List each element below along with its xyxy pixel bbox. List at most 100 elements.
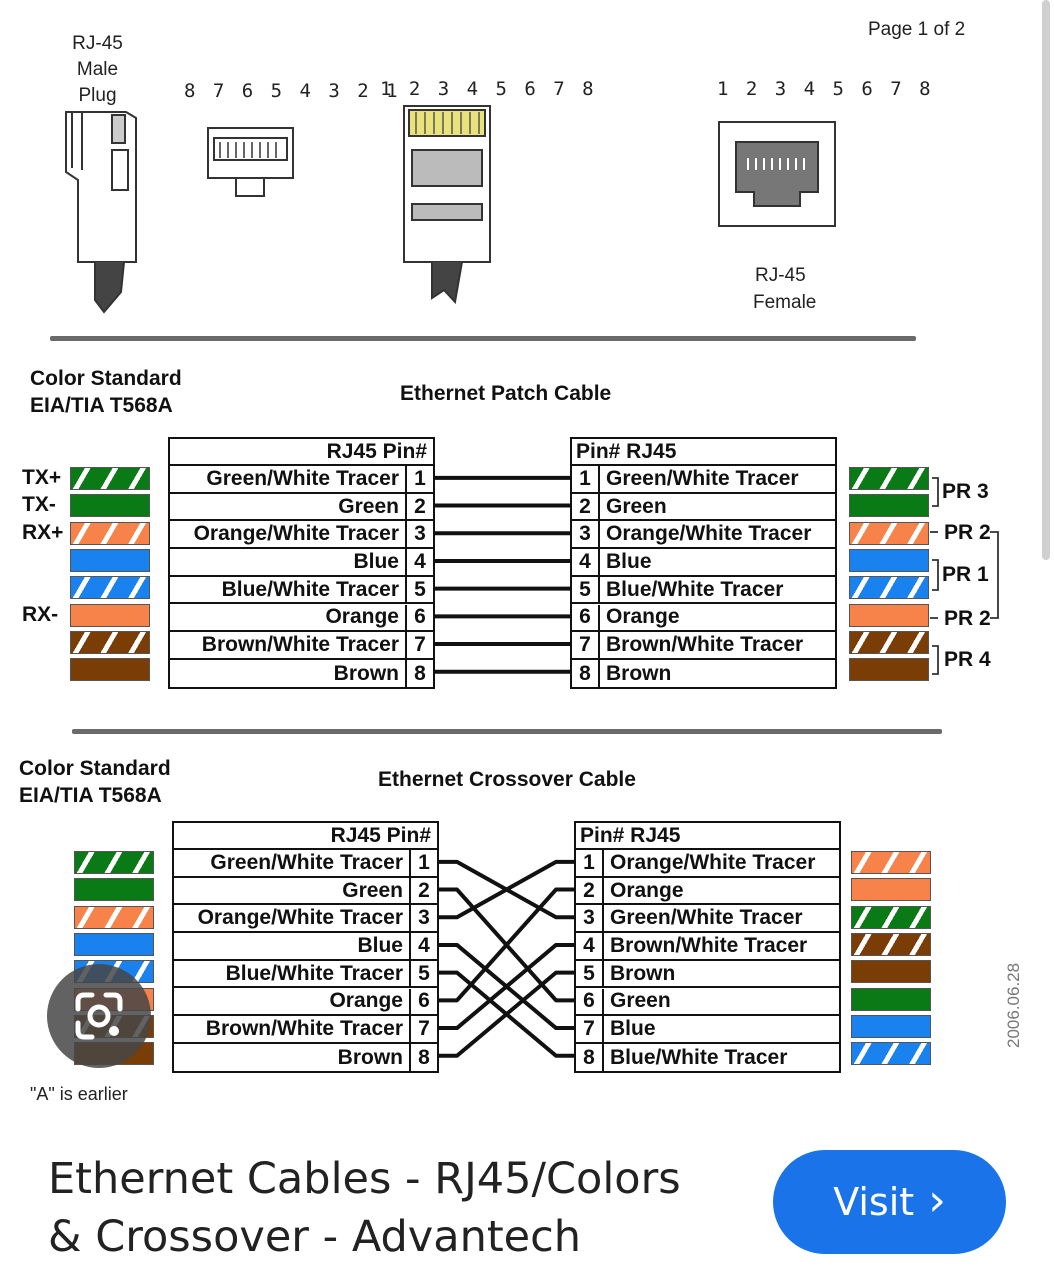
patch-color-standard: Color Standard EIA/TIA T568A — [30, 367, 182, 417]
pin-number: 1 — [576, 850, 604, 876]
female-jack-label: RJ-45 Female — [753, 265, 817, 313]
pin-number: 8 — [576, 1043, 604, 1072]
pin-number: 1 — [409, 850, 437, 876]
patch-title: Ethernet Patch Cable — [400, 382, 612, 405]
patch-right-header: Pin# RJ45 — [572, 439, 835, 466]
swatch-orange-stripe — [70, 521, 150, 545]
crossover-wire — [439, 887, 574, 1003]
pin-number: 2 — [572, 493, 600, 520]
wire-color-name: Brown — [606, 661, 672, 685]
swatch-blue-stripe — [70, 576, 150, 600]
pin-number: 4 — [572, 549, 600, 575]
pin-number: 3 — [409, 905, 437, 932]
swatch-blue — [849, 548, 929, 572]
pair-brackets — [930, 477, 999, 675]
swatch-green — [851, 987, 931, 1011]
side-date: 2006.06.28 — [1004, 962, 1023, 1048]
pin-number: 3 — [576, 905, 604, 932]
google-lens-button[interactable] — [47, 964, 151, 1068]
crossover-wire — [439, 970, 574, 1058]
pin-number: 8 — [572, 659, 600, 688]
pin-numbers-ascending: 1 2 3 4 5 6 7 8 — [380, 78, 597, 100]
wire-color-name: Blue/White Tracer — [606, 577, 784, 601]
scrollbar[interactable] — [1042, 0, 1050, 560]
pin-number: 3 — [405, 521, 433, 548]
wire-color-name: Orange — [325, 605, 399, 629]
swatch-blue-stripe — [849, 576, 929, 600]
pin-number: 7 — [576, 1016, 604, 1042]
chevron-right-icon: › — [928, 1174, 946, 1226]
crossover-title: Ethernet Crossover Cable — [378, 768, 636, 791]
result-title[interactable]: Ethernet Cables - RJ45/Colors & Crossove… — [48, 1154, 681, 1262]
wire-color-name: Orange/White Tracer — [197, 906, 403, 930]
jack-female-icon — [718, 121, 836, 227]
wire-color-name: Green — [610, 989, 671, 1013]
pair-label-pr2-top: PR 2 — [944, 521, 991, 544]
swatch-green — [849, 494, 929, 518]
pair-label-pr1: PR 1 — [942, 563, 989, 586]
pin-numbers-descending: 8 7 6 5 4 3 2 1 — [184, 80, 401, 102]
swatch-brown — [851, 960, 931, 984]
wire-color-name: Green/White Tracer — [606, 466, 799, 490]
crossover-left-header: RJ45 Pin# — [174, 823, 437, 850]
wire-color-name: Blue — [357, 933, 403, 957]
pin-number: 1 — [572, 466, 600, 492]
pin-number: 8 — [405, 659, 433, 688]
pin-number: 4 — [405, 549, 433, 575]
pin-number: 5 — [409, 960, 437, 987]
pin-number: 5 — [572, 576, 600, 603]
wire-color-name: Orange/White Tracer — [606, 522, 812, 546]
visit-label: Visit — [833, 1180, 915, 1224]
visit-button[interactable]: Visit › — [773, 1150, 1006, 1254]
patch-wires — [435, 475, 570, 674]
swatch-brown — [849, 658, 929, 682]
signal-label: RX- — [22, 602, 59, 626]
swatch-orange — [851, 878, 931, 902]
crossover-right-header: Pin# RJ45 — [576, 823, 839, 850]
wire-color-name: Brown — [337, 1045, 403, 1069]
jack-pin-numbers: 1 2 3 4 5 6 7 8 — [717, 78, 934, 100]
crossover-wire — [439, 942, 574, 1031]
wire-color-name: Green/White Tracer — [206, 466, 399, 490]
signal-label: TX- — [22, 493, 56, 517]
wire-color-name: Blue — [606, 549, 652, 573]
swatch-blue — [74, 932, 154, 956]
wire-color-name: Orange — [606, 605, 680, 629]
pin-number: 6 — [572, 604, 600, 631]
pin-number: 7 — [405, 632, 433, 658]
swatch-brown — [70, 658, 150, 682]
wire-color-name: Brown/White Tracer — [606, 633, 804, 657]
swatch-blue — [851, 1014, 931, 1038]
male-plug-side-icon — [65, 111, 137, 314]
signal-label: TX+ — [22, 466, 62, 489]
crossover-wires — [439, 859, 574, 1058]
crossover-wire — [439, 859, 574, 920]
signal-label: RX+ — [22, 520, 64, 544]
wire-color-name: Blue — [610, 1017, 656, 1041]
wire-color-name: Green/White Tracer — [210, 850, 403, 874]
swatch-orange-stripe — [851, 851, 931, 874]
wire-color-name: Green — [606, 494, 667, 518]
google-lens-icon — [75, 992, 123, 1040]
pin-number: 6 — [576, 988, 604, 1015]
swatch-green-stripe — [70, 467, 150, 490]
pair-label-pr2-bottom: PR 2 — [944, 607, 991, 630]
swatch-green — [74, 878, 154, 902]
pin-number: 3 — [572, 521, 600, 548]
